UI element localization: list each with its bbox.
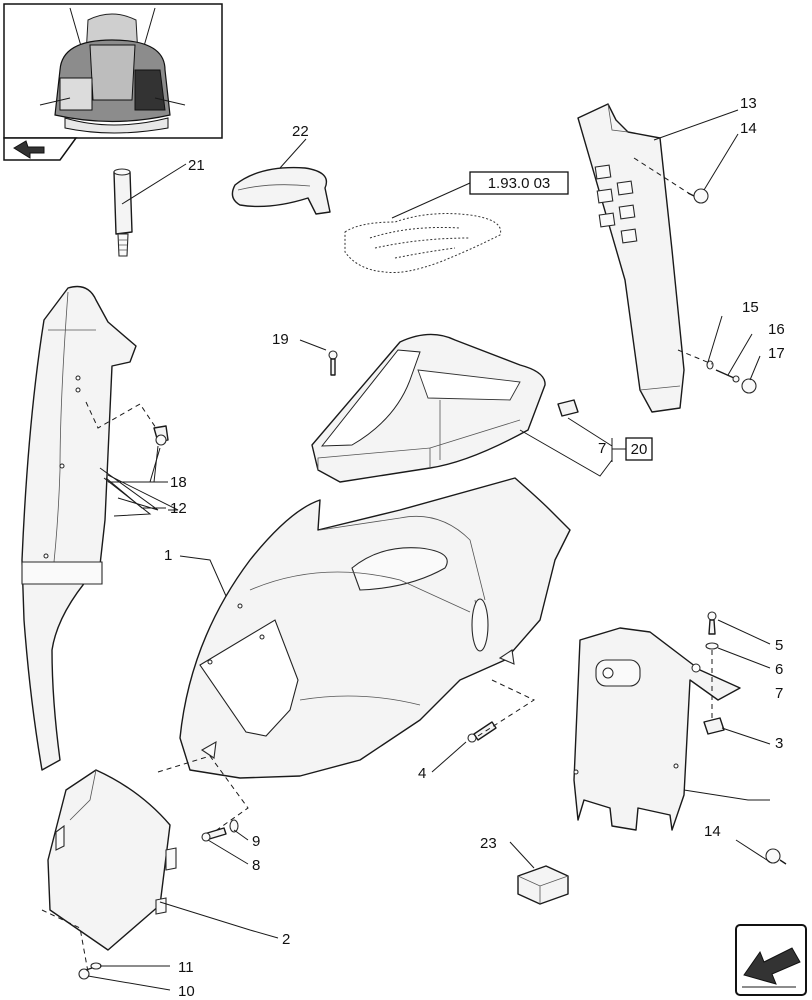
part-7-clip-lower <box>703 717 725 735</box>
part-12-pillar-trim <box>21 285 137 771</box>
leader-lines <box>87 109 771 991</box>
part-21-stud <box>113 168 133 257</box>
callout-4: 4 <box>418 765 426 782</box>
callout-labels: 21 22 13 14 15 16 17 19 18 12 7 1 5 6 7 … <box>164 95 785 1000</box>
reference-box-1-93-0-03[interactable]: 1.93.0 03 <box>469 171 569 195</box>
part-8-screw <box>201 827 227 842</box>
callout-8: 8 <box>252 857 260 874</box>
part-5-bolt <box>707 611 717 635</box>
part-10-screw <box>78 967 93 980</box>
callout-23: 23 <box>480 835 497 852</box>
callout-1: 1 <box>164 547 172 564</box>
part-11-washer <box>90 962 102 970</box>
leader-18 <box>149 447 168 483</box>
reference-seat-outline <box>344 213 502 273</box>
part-4-screw <box>467 721 497 743</box>
callout-12: 12 <box>170 500 187 517</box>
part-9-washer <box>229 819 239 833</box>
part-3-bracket <box>573 627 741 831</box>
part-14-clip-upper <box>687 188 709 204</box>
callout-14-lower: 14 <box>704 823 721 840</box>
part-16-screw <box>715 369 740 383</box>
callout-13: 13 <box>740 95 757 112</box>
part-18-screw <box>153 425 169 446</box>
part-20-console <box>311 333 546 483</box>
part-13-pillar-trim <box>577 103 685 413</box>
callout-15: 15 <box>742 299 759 316</box>
leader-12 <box>105 477 166 509</box>
callout-14-upper: 14 <box>740 120 757 137</box>
callout-9: 9 <box>252 833 260 850</box>
callout-2: 2 <box>282 931 290 948</box>
part-17-cap <box>741 378 757 394</box>
callout-11: 11 <box>178 959 194 976</box>
callout-22: 22 <box>292 123 309 140</box>
reference-label: 1.93.0 03 <box>488 175 551 192</box>
next-page-arrow-icon[interactable] <box>735 924 807 996</box>
callout-19: 19 <box>272 331 289 348</box>
callout-18: 18 <box>170 474 187 491</box>
callout-10: 10 <box>178 983 195 1000</box>
callout-6: 6 <box>775 661 783 678</box>
part-19-screw <box>328 350 338 376</box>
callout-16: 16 <box>768 321 785 338</box>
part-14-clip-lower <box>765 848 787 865</box>
callout-5: 5 <box>775 637 783 654</box>
callout-box-20: 20 <box>611 437 653 462</box>
assembly-dash-lines <box>41 157 713 973</box>
callout-20: 20 <box>631 441 648 458</box>
callout-17: 17 <box>768 345 785 362</box>
part-2-lower-cover <box>47 769 177 951</box>
part-23-block <box>517 865 569 905</box>
part-22-cap <box>231 166 331 215</box>
part-15-washer <box>706 360 714 370</box>
callout-7-lower: 7 <box>775 685 783 702</box>
tractor-cab-thumbnail-icon <box>3 3 223 139</box>
part-1-dash-housing <box>179 477 571 779</box>
part-7-clip-upper <box>557 399 579 417</box>
part-6-washer <box>705 642 719 650</box>
callout-7-upper: 7 <box>598 440 606 457</box>
callout-3: 3 <box>775 735 783 752</box>
page-turn-arrow-icon <box>3 137 78 161</box>
callout-21: 21 <box>188 157 205 174</box>
